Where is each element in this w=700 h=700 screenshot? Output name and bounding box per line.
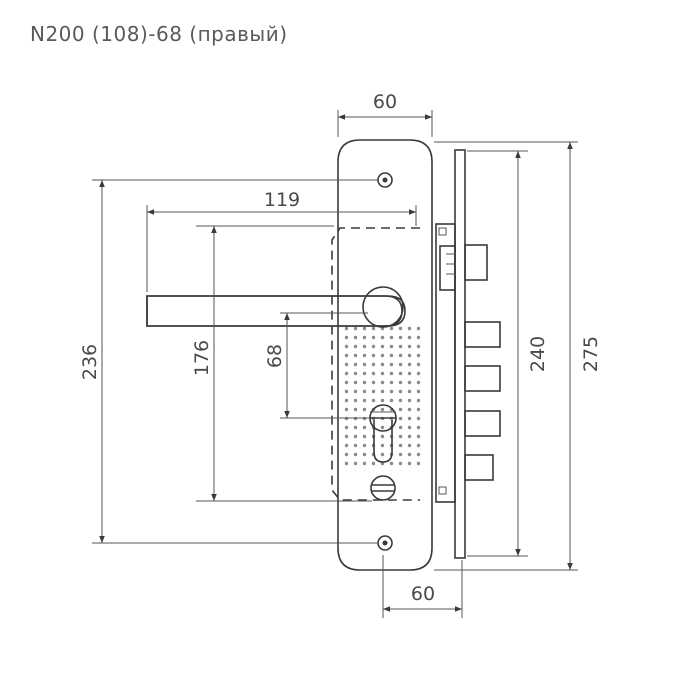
dim-top-width: 60: [337, 91, 433, 137]
dim-240: 240: [467, 150, 549, 557]
dim-275: 275: [434, 141, 602, 571]
dim-176: 176: [191, 225, 372, 502]
dim-236-label: 236: [79, 344, 101, 380]
top-screw-icon: [377, 172, 393, 188]
thumbturn-icon: [370, 475, 396, 501]
cylinder-keyhole-icon: [369, 404, 397, 463]
model-title: N200 (108)-68 (правый): [30, 22, 288, 46]
dim-236: 236: [79, 179, 378, 544]
perforated-area: [343, 323, 424, 471]
lock-body-side: [435, 149, 501, 559]
dim-handle-length-label: 119: [264, 189, 300, 211]
hidden-lock-outline: [331, 227, 420, 501]
dim-handle-length: 119: [146, 189, 417, 292]
dim-240-label: 240: [527, 336, 549, 372]
dim-68: 68: [264, 312, 370, 419]
dim-68-label: 68: [264, 344, 286, 368]
dim-top-width-label: 60: [373, 91, 397, 113]
dim-176-label: 176: [191, 340, 213, 376]
dim-275-label: 275: [580, 336, 602, 372]
escutcheon-plate: [337, 139, 433, 571]
dim-bottom-width-label: 60: [411, 583, 435, 605]
bottom-screw-icon: [377, 535, 393, 551]
lever-handle: [146, 286, 406, 328]
dim-bottom-width: 60: [382, 555, 463, 618]
